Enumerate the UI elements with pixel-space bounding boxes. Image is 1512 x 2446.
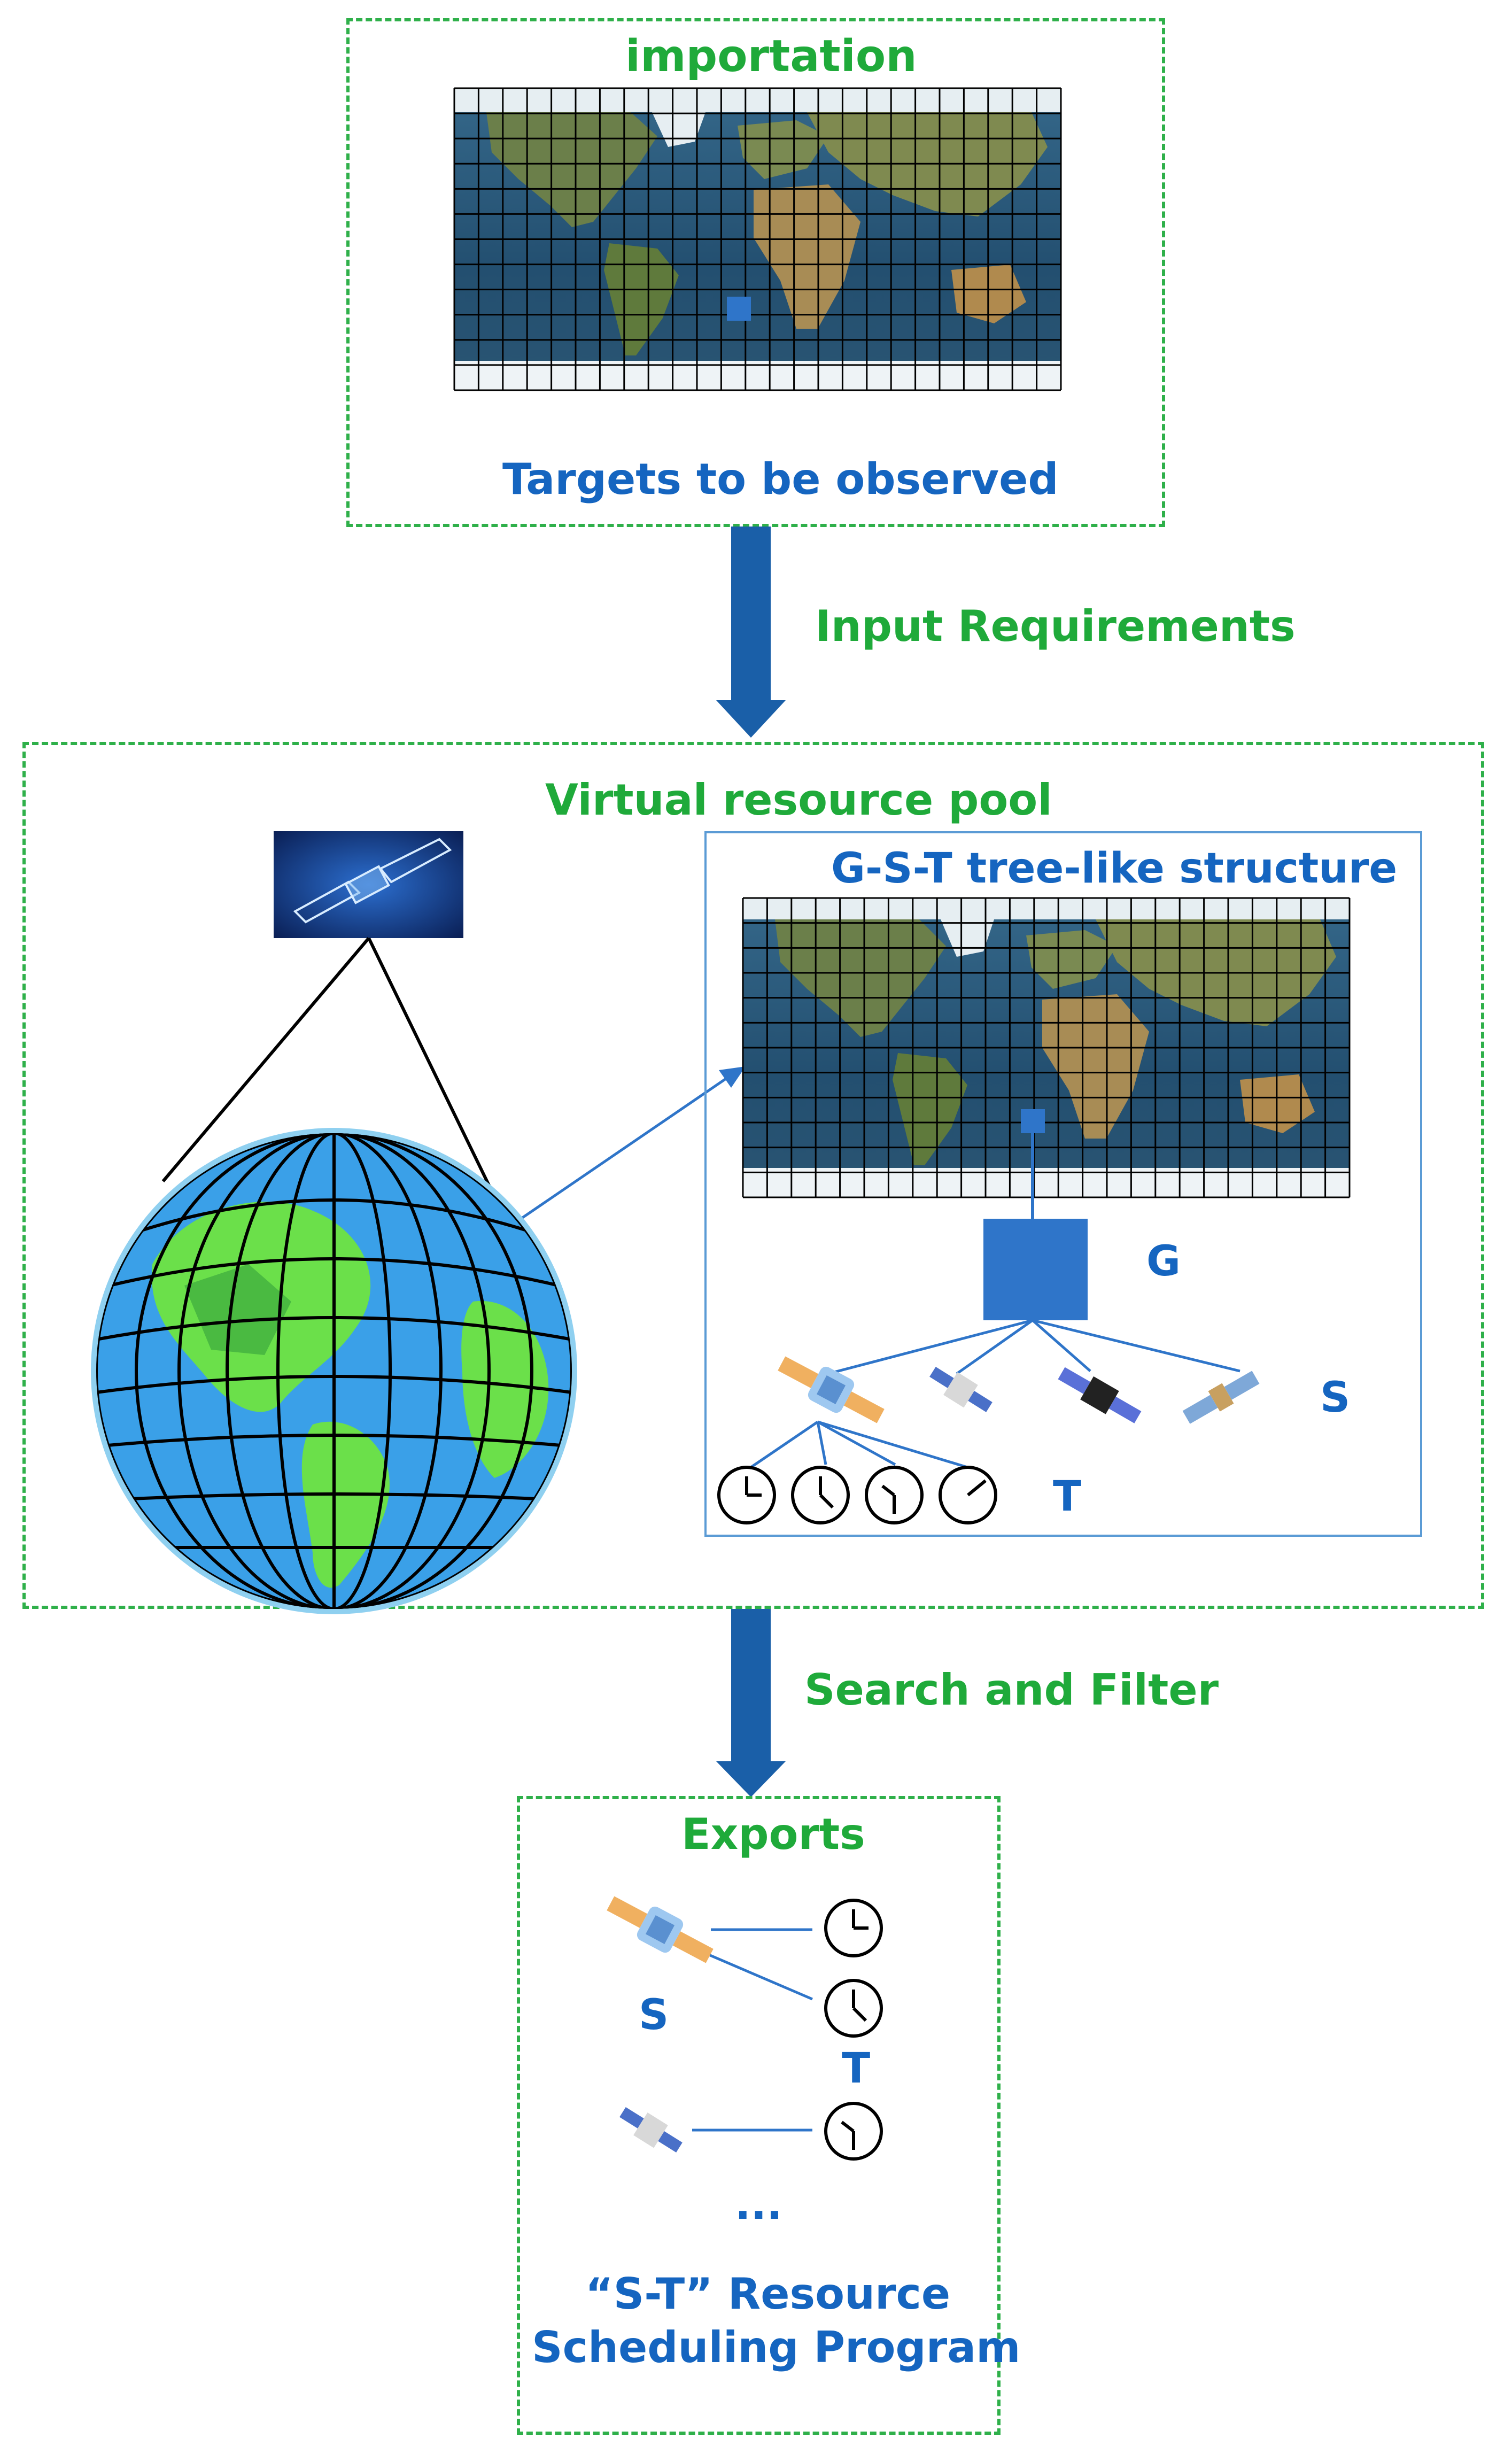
- gst-map-grid-lines: [742, 897, 1351, 1198]
- clock-icon-2: [791, 1466, 850, 1524]
- land-south-america: [604, 243, 679, 355]
- g-grid-cell-square: [983, 1219, 1088, 1320]
- down-arrow-search: [716, 1609, 786, 1797]
- clock-icon-1: [717, 1466, 776, 1524]
- map-grid-lines: [453, 87, 1062, 391]
- satellite-icon: [293, 838, 452, 924]
- export-clock-icon-2: [824, 1979, 883, 2038]
- land-africa: [754, 184, 860, 329]
- satellite-icon-1: [778, 1356, 885, 1423]
- exports-box: [517, 1796, 1001, 2435]
- satellite-icon-2: [929, 1366, 993, 1412]
- exports-title: Exports: [681, 1809, 865, 1859]
- exports-t-label: T: [842, 2045, 871, 2093]
- t-label: T: [1053, 1473, 1082, 1521]
- input-requirements-label: Input Requirements: [815, 601, 1296, 651]
- s-label: S: [1320, 1374, 1351, 1422]
- clock-icon-4: [939, 1466, 997, 1524]
- globe-icon: [91, 1128, 577, 1614]
- gst-target-cell: [1021, 1109, 1045, 1133]
- importation-title: importation: [625, 31, 917, 82]
- exports-ellipsis: ...: [735, 2181, 782, 2229]
- g-label: G: [1146, 1237, 1181, 1286]
- down-arrow-input: [716, 527, 786, 738]
- gst-world-map-grid: [742, 897, 1351, 1198]
- world-map-grid: [453, 87, 1062, 391]
- satellite-image: [274, 831, 463, 938]
- target-grid-cell: [727, 297, 751, 321]
- export-clock-icon-3: [824, 2102, 883, 2161]
- export-satellite-icon-2: [619, 2107, 683, 2153]
- clock-icon-3: [865, 1466, 924, 1524]
- virtual-resource-pool-box: [22, 742, 1484, 1609]
- exports-s-label: S: [639, 1991, 669, 2039]
- gst-structure-box: [704, 831, 1422, 1537]
- export-clock-icon-1: [824, 1899, 883, 1957]
- satellite-icon-4: [1182, 1371, 1260, 1424]
- program-title-line1: “S-T” Resource: [585, 2269, 951, 2319]
- importation-box: [346, 18, 1165, 527]
- pool-title: Virtual resource pool: [545, 775, 1052, 825]
- search-filter-label: Search and Filter: [804, 1665, 1219, 1715]
- program-title-line2: Scheduling Program: [532, 2323, 1021, 2372]
- land-north-america: [486, 112, 657, 227]
- importation-caption: Targets to be observed: [502, 454, 1059, 504]
- satellite-icon-3: [1058, 1367, 1142, 1423]
- gst-title: G-S-T tree-like structure: [831, 845, 1398, 893]
- export-satellite-icon-1: [607, 1896, 714, 1963]
